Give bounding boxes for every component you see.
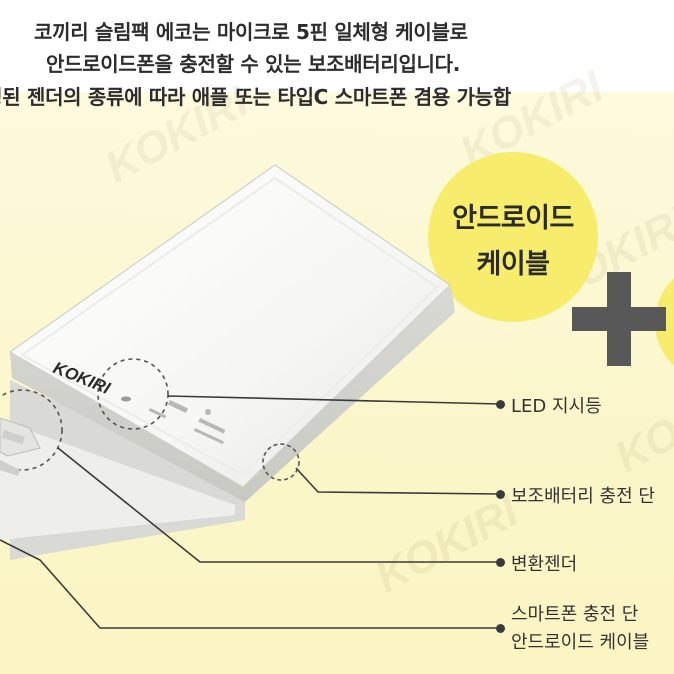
gender-highlight-circle [0,389,63,471]
cable-strip-highlight [0,420,235,540]
header-line-2: 안드로이드폰을 충전할 수 있는 보조배터리입니다. [46,52,461,76]
led-leader-line [167,395,501,405]
charge-port-highlight-circle [262,443,300,481]
led-label: LED 지시등 [511,396,602,417]
phone-port-label-1: 스마트폰 충전 단 [511,604,639,625]
phone-port-leader-line [0,539,500,629]
header-line-3: 구성된 젠더의 종류에 따라 애플 또는 타입C 스마트폰 겸용 가능합 [0,85,511,109]
gender-label: 변환젠더 [511,554,578,575]
header-background [0,0,674,92]
header-line-1: 코끼리 슬림팩 에코는 마이크로 5핀 일체형 케이블로 [34,20,468,44]
plus-icon [607,272,631,366]
charge-port-leader-line [295,467,501,495]
phone-port-label-2: 안드로이드 케이블 [511,632,650,653]
phone-port-callout-dot [496,624,505,633]
connector-plug [0,417,41,476]
bubble-label-2: 케이블 [476,249,550,280]
battery-top-face [8,164,451,488]
bubble-label-1: 안드로이드 [452,203,574,234]
gender-callout-dot [496,558,505,567]
led-highlight-circle [97,358,169,430]
led-callout-dot [496,400,505,409]
android-cable-bubble: 안드로이드 케이블 [428,152,598,322]
battery-trim [20,176,439,477]
led-indicator [121,396,131,402]
gender-leader-line [57,447,500,563]
device-details [148,400,226,445]
charge-port-label: 보조배터리 충전 단 [511,486,655,507]
leader-lines [0,395,501,629]
charge-port-callout-dot [496,490,505,499]
